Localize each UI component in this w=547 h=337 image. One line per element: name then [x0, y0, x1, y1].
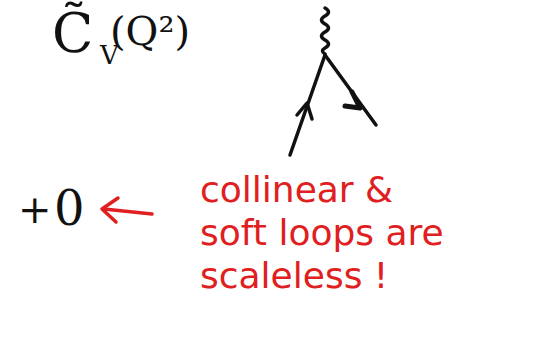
coefficient-symbol: C̃ — [52, 2, 93, 65]
zero-result: 0 — [54, 180, 85, 236]
outgoing-fermion — [325, 55, 376, 125]
argument: (Q²) — [110, 8, 190, 54]
plus-sign: + — [18, 186, 52, 232]
annotation-note: collinear & soft loops are scaleless ! — [200, 168, 462, 298]
vertex-diagram — [290, 8, 376, 155]
fermion-arrow — [345, 92, 360, 108]
incoming-fermion — [290, 55, 325, 155]
fermion-arrow — [297, 103, 312, 119]
photon-line — [322, 8, 329, 54]
callout-arrow — [102, 198, 152, 222]
